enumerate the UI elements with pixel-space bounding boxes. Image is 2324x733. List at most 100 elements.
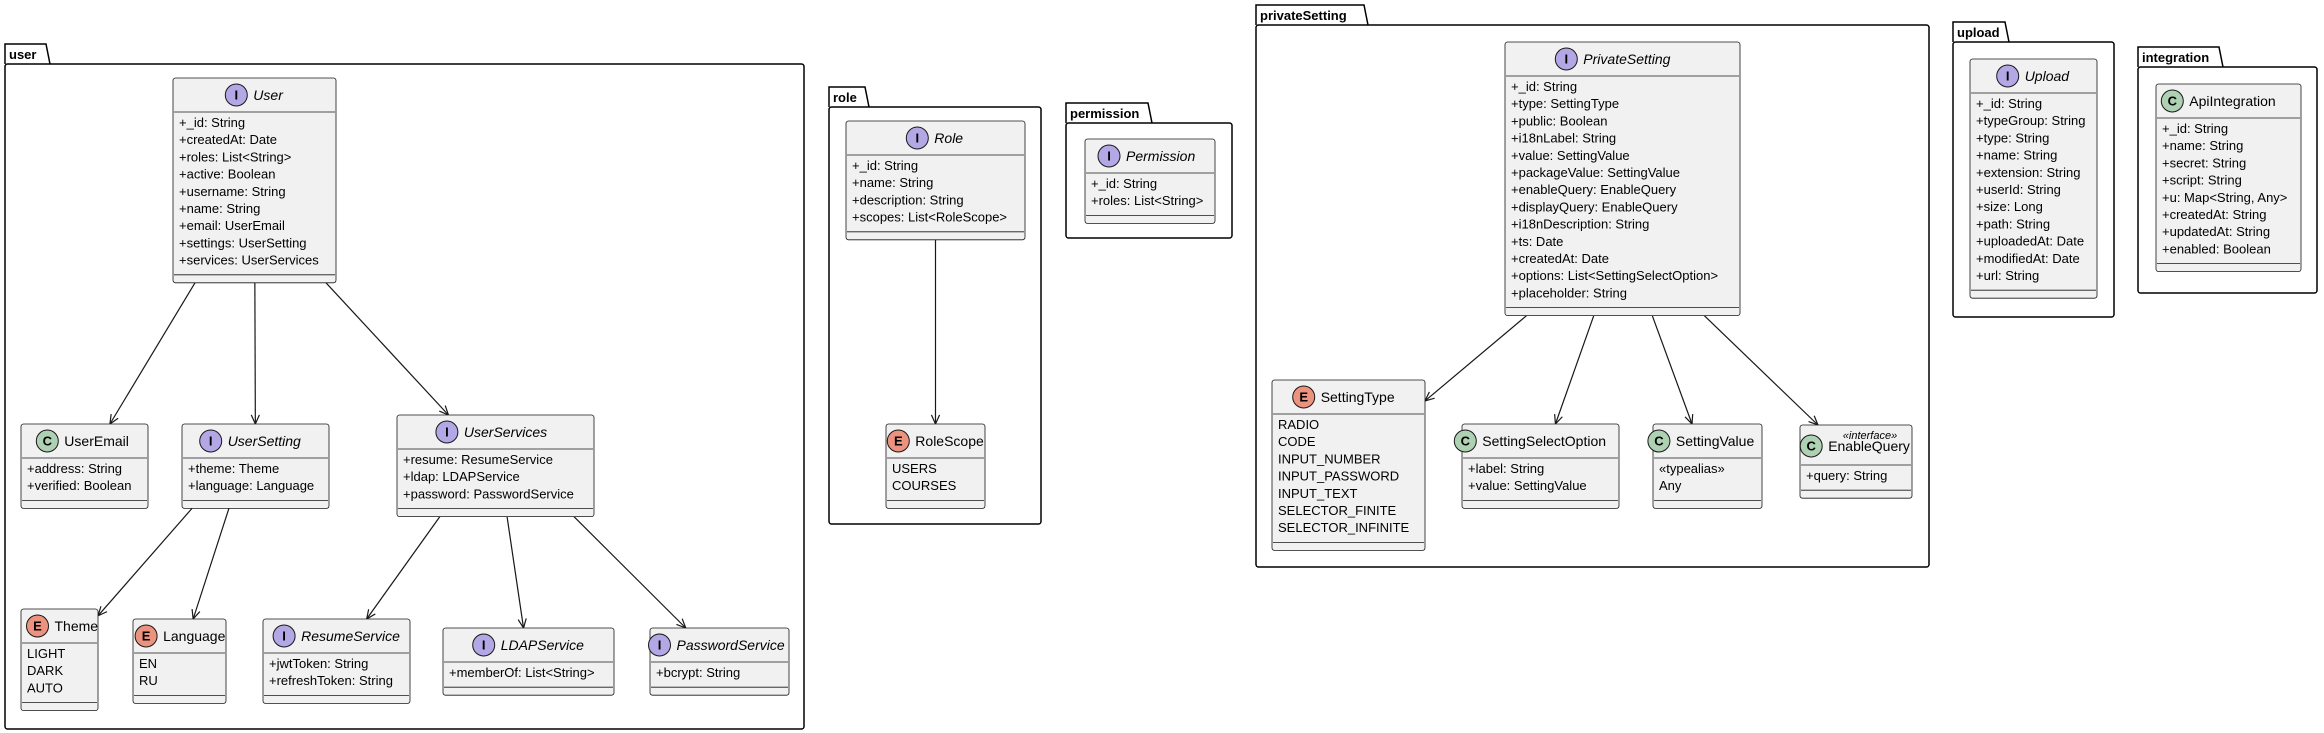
class-name: SettingType: [1321, 389, 1395, 405]
class-name: ApiIntegration: [2189, 93, 2275, 109]
class-attribute: +services: UserServices: [179, 253, 319, 268]
class-attribute: +url: String: [1976, 268, 2039, 283]
class-box: [845, 120, 1026, 241]
class-attribute: +scopes: List<RoleScope>: [852, 210, 1007, 225]
svg-text:I: I: [445, 425, 449, 440]
class-User[interactable]: I User +_id: String +createdAt: Date +roles:…: [172, 77, 337, 284]
class-attribute: +enabled: Boolean: [2162, 241, 2271, 256]
package-label: privateSetting: [1260, 8, 1347, 23]
class-attribute: +public: Boolean: [1511, 113, 1608, 128]
class-attribute: RU: [139, 673, 158, 688]
svg-text:I: I: [1564, 52, 1568, 67]
package-tab: [4, 43, 51, 65]
class-attribute: +_id: String: [179, 115, 245, 130]
class-attribute: +_id: String: [1511, 79, 1577, 94]
package-label: role: [833, 90, 857, 105]
interface-icon: I: [1554, 47, 1578, 71]
class-attribute: +updatedAt: String: [2162, 224, 2270, 239]
class-attribute: +description: String: [852, 192, 964, 207]
class-icon: C: [1799, 434, 1823, 458]
class-box: [2155, 83, 2302, 273]
class-attribute: +value: SettingValue: [1511, 148, 1630, 163]
class-attribute: RADIO: [1278, 417, 1319, 432]
svg-text:I: I: [282, 629, 286, 644]
class-box: [262, 618, 411, 704]
class-box: [1969, 58, 2098, 299]
package-label: permission: [1070, 106, 1139, 121]
class-box: [1271, 379, 1426, 551]
package-label: user: [9, 47, 36, 62]
class-name: Theme: [55, 618, 99, 634]
svg-text:C: C: [2168, 94, 2178, 109]
class-attribute: +createdAt: Date: [179, 132, 277, 147]
class-attribute: +label: String: [1468, 461, 1544, 476]
class-attribute: «typealias»: [1659, 461, 1725, 476]
class-EnableQuery[interactable]: C«interface»EnableQuery+query: String: [1799, 424, 1913, 499]
class-attribute: +displayQuery: EnableQuery: [1511, 199, 1678, 214]
class-attribute: +settings: UserSetting: [179, 235, 307, 250]
svg-text:I: I: [209, 434, 213, 449]
enum-icon: E: [134, 624, 158, 648]
svg-text:E: E: [142, 629, 151, 644]
class-icon: C: [1647, 429, 1671, 453]
class-box: [1504, 41, 1741, 317]
package-tab: [1255, 4, 1369, 26]
class-attribute: +placeholder: String: [1511, 285, 1627, 300]
class-name: User: [253, 87, 284, 103]
class-attribute: INPUT_PASSWORD: [1278, 469, 1399, 484]
class-attribute: +packageValue: SettingValue: [1511, 165, 1680, 180]
class-attribute: +ldap: LDAPService: [403, 469, 520, 484]
class-attribute: +address: String: [27, 461, 122, 476]
package-tab: [1952, 21, 2010, 43]
svg-text:I: I: [482, 638, 486, 653]
class-attribute: +roles: List<String>: [179, 149, 291, 164]
class-name: PasswordService: [677, 637, 785, 653]
package-tab: [1065, 102, 1153, 124]
class-name: Language: [163, 628, 226, 644]
class-name: UserEmail: [64, 433, 129, 449]
class-name: ResumeService: [301, 628, 400, 644]
relations-layer: [97, 239, 1820, 630]
svg-text:E: E: [33, 619, 42, 634]
class-attribute: +memberOf: List<String>: [449, 665, 595, 680]
class-name: UserSetting: [228, 433, 301, 449]
class-attribute: +options: List<SettingSelectOption>: [1511, 268, 1718, 283]
svg-text:C: C: [1461, 434, 1471, 449]
class-name: Permission: [1126, 148, 1195, 164]
class-attribute: +theme: Theme: [188, 461, 279, 476]
class-attribute: +active: Boolean: [179, 167, 275, 182]
class-attribute: +secret: String: [2162, 155, 2246, 170]
interface-icon: I: [1996, 64, 2020, 88]
class-icon: C: [2160, 89, 2184, 113]
svg-text:E: E: [1299, 390, 1308, 405]
class-attribute: +userId: String: [1976, 182, 2061, 197]
package-label: integration: [2142, 50, 2209, 65]
interface-icon: I: [224, 83, 248, 107]
class-attribute: AUTO: [27, 680, 63, 695]
class-attribute: +password: PasswordService: [403, 486, 574, 501]
class-box: [885, 423, 986, 509]
class-attribute: +bcrypt: String: [656, 665, 740, 680]
class-name: UserServices: [464, 424, 547, 440]
class-attribute: +createdAt: String: [2162, 207, 2266, 222]
class-name: SettingValue: [1676, 433, 1755, 449]
class-attribute: +verified: Boolean: [27, 478, 131, 493]
